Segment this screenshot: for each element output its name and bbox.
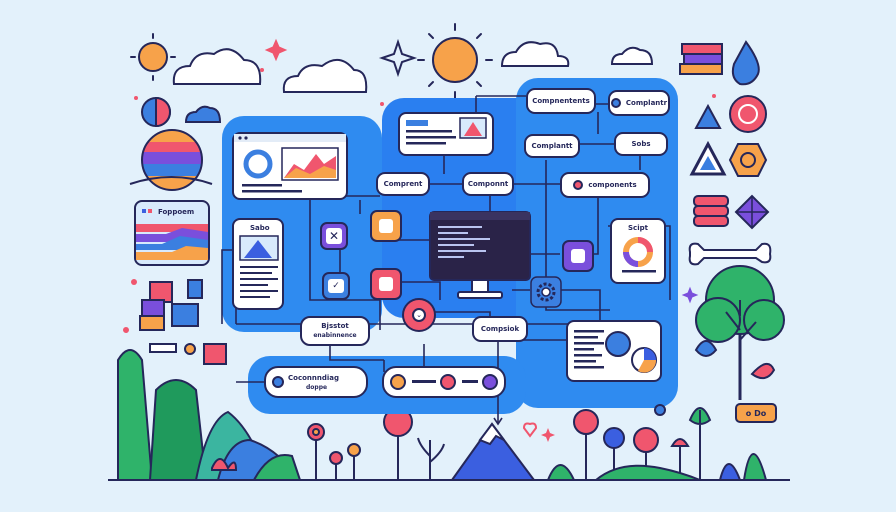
node-comprent[interactable]: Comprent <box>376 172 430 196</box>
dot-icon <box>610 98 621 108</box>
square-icon <box>571 249 585 263</box>
cloud-icon <box>610 46 654 65</box>
check-icon: ✓ <box>328 279 344 293</box>
node-label: Complantt <box>531 142 573 150</box>
pink-square-button[interactable] <box>370 268 402 300</box>
striped-globe-icon <box>129 129 213 191</box>
line-icon <box>412 380 436 383</box>
triangle-icon <box>694 103 722 129</box>
dot-icon <box>573 180 584 190</box>
cloud-icon <box>282 59 368 93</box>
monitor-icon[interactable] <box>428 210 532 302</box>
hexagon-icon <box>728 143 768 177</box>
sparkle-icon <box>264 38 288 62</box>
orange-square-button[interactable] <box>370 210 402 242</box>
cube-icon <box>139 279 227 365</box>
orange-dot-icon <box>390 374 406 390</box>
purple-square-button[interactable] <box>562 240 594 272</box>
bullet-icon <box>148 209 152 213</box>
popup-card-title: Foppoem <box>158 208 195 216</box>
purple-dot-icon <box>482 374 498 390</box>
sparkle-icon <box>681 286 699 304</box>
close-icon: ✕ <box>326 228 342 244</box>
circle-icon <box>729 95 767 133</box>
flower-icon <box>211 407 413 480</box>
dot-icon <box>123 279 137 333</box>
square-icon <box>379 219 393 233</box>
cloud-icon <box>184 105 222 123</box>
node-combining[interactable]: Coconnndiag doppe <box>264 366 368 398</box>
three-dot-node[interactable] <box>382 366 506 398</box>
node-label: Compnentents <box>532 97 590 105</box>
node-label-line-1: Bjsstot <box>321 322 349 330</box>
node-complantt[interactable]: Complantt <box>524 134 580 158</box>
node-sobs[interactable]: Sobs <box>614 132 668 156</box>
sign-icon: o Do <box>735 403 777 423</box>
chart-icon <box>234 134 346 193</box>
popup-card[interactable]: Foppoem <box>134 200 210 266</box>
chevron-down-icon: ⌄ <box>412 308 426 322</box>
script-card[interactable]: Scipt <box>610 218 666 284</box>
node-label: Compsiok <box>480 325 520 333</box>
node-compsiok[interactable]: Compsiok <box>472 316 528 342</box>
sign-label: o Do <box>746 409 767 418</box>
card-content-icon <box>406 117 487 145</box>
cloud-icon <box>500 41 570 67</box>
connector-dot <box>654 404 666 416</box>
node-bjsstot[interactable]: Bjsstot enabinnence <box>300 316 370 346</box>
bullet-icon <box>142 209 146 213</box>
pink-round-button[interactable]: ⌄ <box>402 298 436 332</box>
node-label-line-1: Coconnndiag <box>288 374 339 382</box>
sparkle-icon <box>541 428 555 442</box>
planet-icon <box>141 96 171 128</box>
top-center-card[interactable] <box>398 112 494 156</box>
line-icon <box>462 380 478 383</box>
close-square-button[interactable]: ✕ <box>320 222 348 250</box>
sabo-card[interactable]: Sabo <box>232 218 284 310</box>
sabo-card-title: Sabo <box>250 224 270 232</box>
wrench-icon <box>688 242 772 266</box>
heart-icon <box>522 422 538 438</box>
node-label-line-2: doppe <box>306 384 328 391</box>
donut-chart-icon <box>622 237 656 273</box>
mountain-chart-icon <box>239 235 279 298</box>
node-complantr[interactable]: Complantr <box>608 90 670 116</box>
node-label: components <box>588 181 637 189</box>
node-label: Componnt <box>467 180 509 188</box>
node-compnentents[interactable]: Compnentents <box>526 88 596 114</box>
tree-icon <box>694 265 785 400</box>
triangle-outline-icon <box>689 140 727 176</box>
node-components[interactable]: components <box>560 172 650 198</box>
plant-icon <box>417 407 768 481</box>
node-label: Sobs <box>631 140 651 148</box>
node-label-line-2: enabinnence <box>313 332 357 339</box>
area-chart-icon <box>136 224 208 260</box>
database-icon <box>693 195 729 227</box>
gear-icon[interactable] <box>530 276 562 308</box>
square-icon <box>379 277 393 291</box>
sparkle-icon <box>134 68 716 106</box>
chart-card[interactable] <box>232 132 348 200</box>
drop-icon <box>731 40 760 86</box>
card-content-icon <box>574 330 657 373</box>
check-square-button[interactable]: ✓ <box>322 272 350 300</box>
cloud-icon <box>172 48 262 85</box>
bottom-right-card[interactable] <box>566 320 662 382</box>
book-stack-icon <box>679 43 723 75</box>
sun-icon <box>130 33 176 81</box>
script-card-title: Scipt <box>628 224 648 232</box>
node-componnt[interactable]: Componnt <box>462 172 514 196</box>
hill-icon <box>117 349 302 481</box>
pink-dot-icon <box>440 374 456 390</box>
sun-icon <box>417 23 493 99</box>
node-label: Complantr <box>625 99 668 107</box>
sparkle-icon <box>378 38 418 78</box>
node-label: Comprent <box>383 180 423 188</box>
gem-icon <box>734 194 770 230</box>
dot-icon <box>272 376 284 388</box>
